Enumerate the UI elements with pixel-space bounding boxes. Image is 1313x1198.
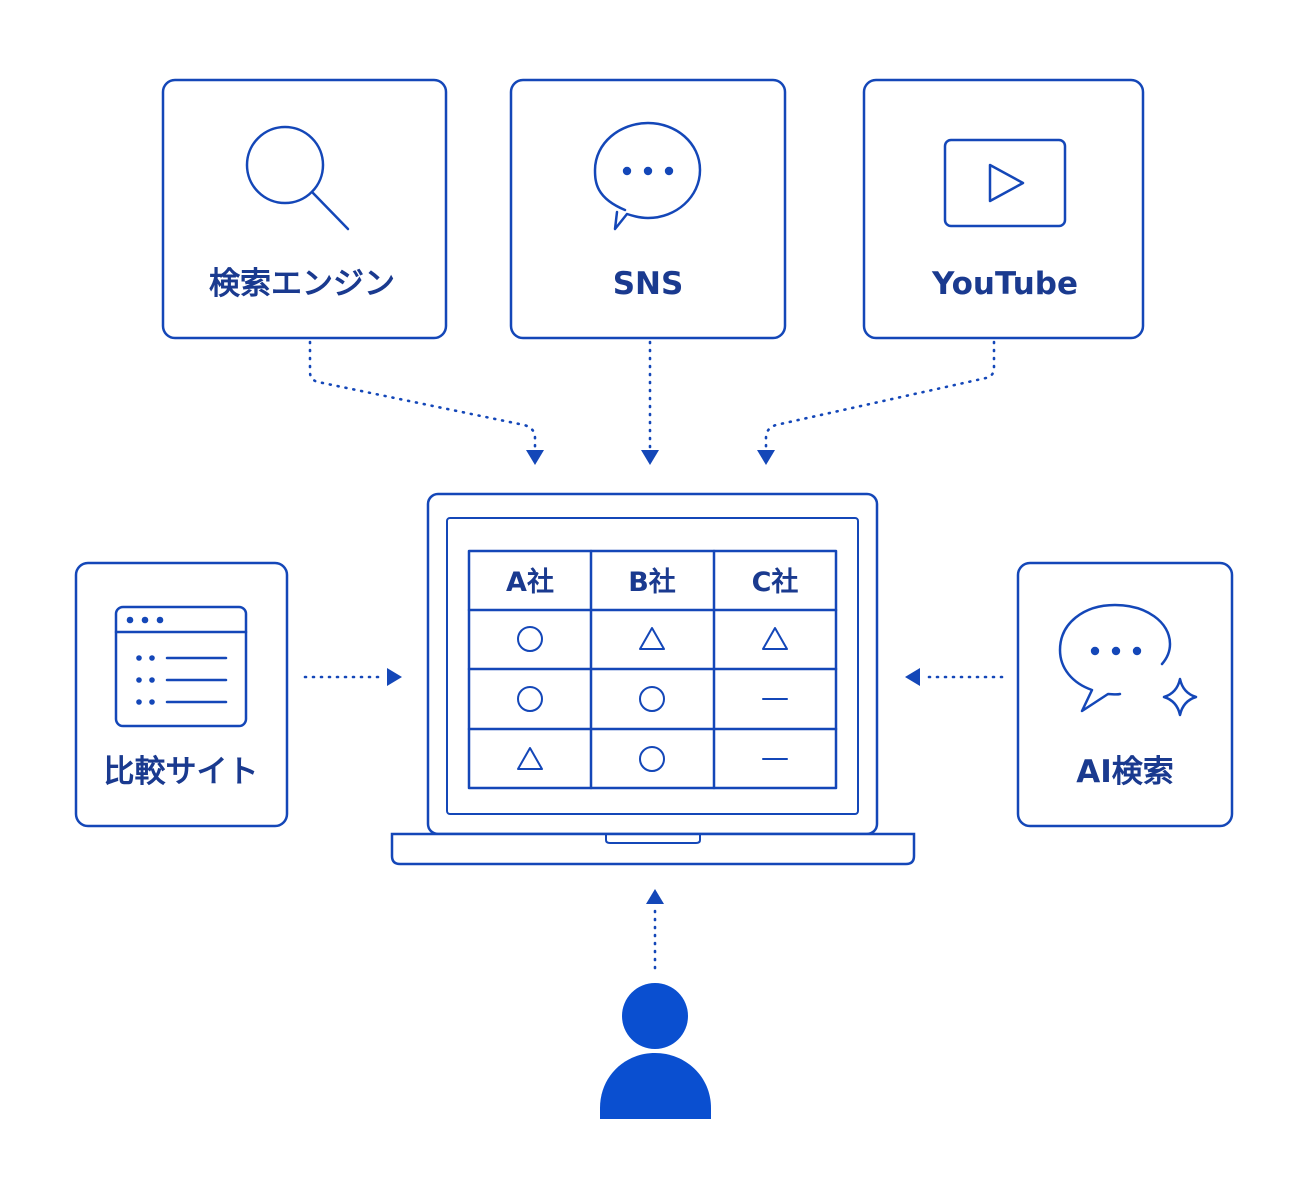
table-mark-triangle bbox=[639, 627, 665, 650]
source-box-youtube: YouTube bbox=[862, 78, 1145, 340]
table-mark-circle bbox=[639, 686, 665, 712]
arrow-comparison-site-to-laptop bbox=[303, 668, 402, 686]
source-box-sns: SNS bbox=[509, 78, 787, 340]
table-marks bbox=[517, 626, 788, 772]
arrow-ai-search-to-laptop bbox=[905, 668, 1004, 686]
table-header-c: C社 bbox=[752, 566, 799, 598]
search-engine-label: 検索エンジン bbox=[209, 266, 395, 302]
table-header-b: B社 bbox=[628, 566, 676, 598]
table-mark-circle bbox=[639, 746, 665, 772]
arrow-sns-to-laptop bbox=[641, 340, 659, 465]
laptop bbox=[390, 492, 916, 866]
table-mark-circle bbox=[517, 686, 543, 712]
arrow-user-to-laptop bbox=[646, 889, 664, 970]
speech-bubble-icon bbox=[593, 121, 702, 231]
ai-chat-sparkle-icon bbox=[1058, 603, 1198, 717]
source-box-comparison-site: 比較サイト bbox=[74, 561, 289, 828]
table-mark-circle bbox=[517, 626, 543, 652]
arrow-youtube-to-laptop bbox=[757, 340, 996, 465]
video-play-icon bbox=[943, 138, 1067, 228]
table-header-a: A社 bbox=[506, 566, 554, 598]
magnifier-icon bbox=[245, 125, 350, 231]
comparison-table: A社 B社 C社 bbox=[467, 549, 838, 790]
comparison-site-label: 比較サイト bbox=[104, 754, 259, 790]
person-icon bbox=[600, 983, 711, 1119]
youtube-label: YouTube bbox=[931, 266, 1078, 302]
ai-search-label: AI検索 bbox=[1076, 754, 1174, 790]
table-mark-triangle bbox=[762, 627, 788, 650]
browser-list-icon bbox=[114, 605, 248, 728]
arrow-search-engine-to-laptop bbox=[308, 340, 544, 465]
sns-label: SNS bbox=[613, 266, 684, 302]
table-mark-triangle bbox=[517, 747, 543, 770]
source-box-ai-search: AI検索 bbox=[1016, 561, 1234, 828]
source-box-search-engine: 検索エンジン bbox=[161, 78, 448, 340]
